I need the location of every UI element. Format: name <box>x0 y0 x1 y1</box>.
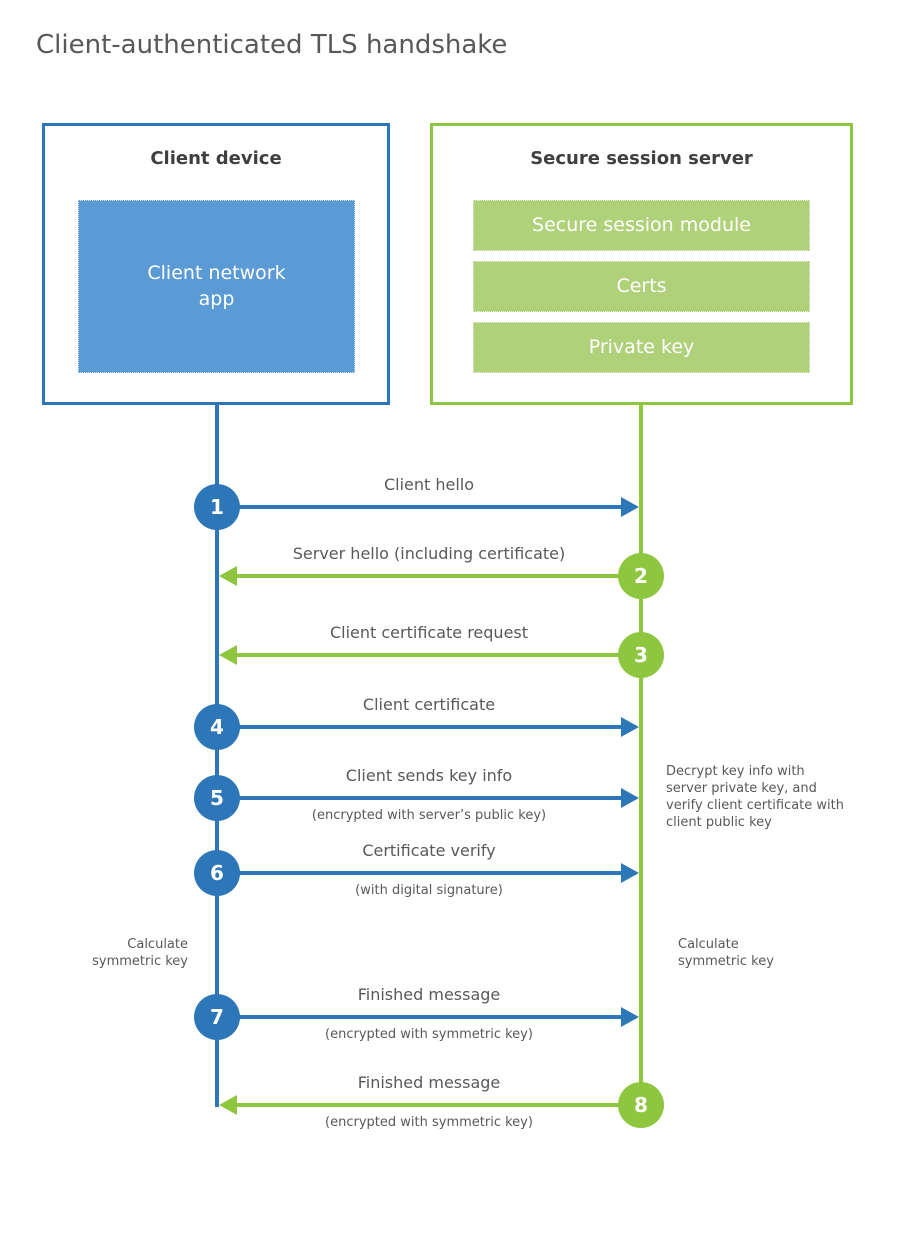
calculate-symmetric-key-note-client: Calculate symmetric key <box>92 937 188 969</box>
step-6-sublabel: (with digital signature) <box>355 883 503 898</box>
step-4-label: Client certificate <box>362 695 496 714</box>
step-7-label: Finished message <box>357 985 501 1004</box>
step-2-arrowhead-left-icon <box>219 566 237 586</box>
step-3-arrow <box>235 653 639 657</box>
client-lifeline <box>215 405 219 1107</box>
step-2-arrow <box>235 574 639 578</box>
step-7-sublabel: (encrypted with symmetric key) <box>325 1027 533 1042</box>
step-1-arrow <box>219 505 623 509</box>
step-8-arrowhead-left-icon <box>219 1095 237 1115</box>
calculate-symmetric-key-note-server: Calculate symmetric key <box>678 937 774 969</box>
step-5-arrowhead-right-icon <box>621 788 639 808</box>
step-5-arrow <box>219 796 623 800</box>
step-3-label: Client certificate request <box>329 623 529 642</box>
step-6-arrowhead-right-icon <box>621 863 639 883</box>
step-8-arrow <box>235 1103 639 1107</box>
client-network-app-box: Client network app <box>78 200 355 373</box>
client-device-title: Client device <box>150 148 282 169</box>
step-8-number-badge: 8 <box>618 1082 664 1128</box>
step-6-number-badge: 6 <box>194 850 240 896</box>
server-module-secure-session: Secure session module <box>473 200 810 251</box>
step-5-label: Client sends key info <box>345 766 513 785</box>
decrypt-key-note: Decrypt key info with server private key… <box>666 764 844 830</box>
step-3-arrowhead-left-icon <box>219 645 237 665</box>
step-1-arrowhead-right-icon <box>621 497 639 517</box>
step-2-label: Server hello (including certificate) <box>292 544 566 563</box>
step-2-number-badge: 2 <box>618 553 664 599</box>
step-4-arrow <box>219 725 623 729</box>
server-module-private-key: Private key <box>473 322 810 373</box>
step-5-number-badge: 5 <box>194 775 240 821</box>
step-8-label: Finished message <box>357 1073 501 1092</box>
server-module-certs: Certs <box>473 261 810 312</box>
step-8-sublabel: (encrypted with symmetric key) <box>325 1115 533 1130</box>
step-7-arrowhead-right-icon <box>621 1007 639 1027</box>
server-title: Secure session server <box>530 148 753 169</box>
client-network-app-label: Client network app <box>147 261 286 310</box>
step-1-number-badge: 1 <box>194 484 240 530</box>
step-6-label: Certificate verify <box>362 841 496 860</box>
step-7-number-badge: 7 <box>194 994 240 1040</box>
step-1-label: Client hello <box>383 475 475 494</box>
page-title: Client-authenticated TLS handshake <box>36 30 508 60</box>
step-6-arrow <box>219 871 623 875</box>
step-3-number-badge: 3 <box>618 632 664 678</box>
step-4-number-badge: 4 <box>194 704 240 750</box>
step-7-arrow <box>219 1015 623 1019</box>
step-5-sublabel: (encrypted with server’s public key) <box>311 808 547 823</box>
step-4-arrowhead-right-icon <box>621 717 639 737</box>
server-lifeline <box>639 405 643 1105</box>
